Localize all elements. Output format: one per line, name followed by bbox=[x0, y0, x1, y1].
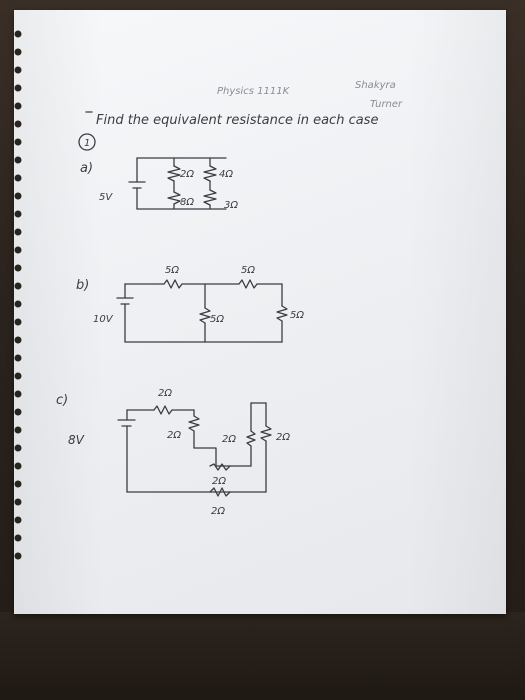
problem-number: 1 bbox=[84, 138, 90, 149]
part-a-source: 5V bbox=[99, 192, 113, 203]
student-name-last: Turner bbox=[370, 99, 403, 110]
part-c-r1: 2Ω bbox=[158, 388, 172, 399]
part-b-r2: 5Ω bbox=[241, 265, 255, 276]
circuit-c-diagram bbox=[117, 402, 272, 497]
instruction-text: Find the equivalent resistance in each c… bbox=[96, 113, 378, 128]
student-name-first: Shakyra bbox=[355, 80, 396, 91]
part-b-source: 10V bbox=[93, 314, 114, 325]
part-b-label: b) bbox=[76, 278, 89, 293]
handwritten-sheet: Physics 1111K Shakyra Turner Find the eq… bbox=[14, 30, 403, 560]
part-c-r4: 2Ω bbox=[276, 432, 290, 443]
circuit-a-diagram bbox=[128, 157, 227, 210]
part-c-source: 8V bbox=[68, 433, 85, 447]
part-a-label: a) bbox=[80, 161, 93, 176]
part-a-r3: 8Ω bbox=[180, 197, 194, 208]
circuit-b-diagram bbox=[116, 279, 288, 343]
problem-number-circle bbox=[78, 133, 96, 151]
course-label: Physics 1111K bbox=[217, 86, 291, 97]
part-c-r2: 2Ω bbox=[167, 430, 181, 441]
desk-surface bbox=[0, 612, 525, 700]
part-c-r6: 2Ω bbox=[211, 506, 225, 517]
part-a-r4: 3Ω bbox=[224, 200, 238, 211]
part-c-r5: 2Ω bbox=[212, 476, 226, 487]
part-b-r1: 5Ω bbox=[165, 265, 179, 276]
part-b-r3: 5Ω bbox=[210, 314, 224, 325]
notebook-page: Physics 1111K Shakyra Turner Find the eq… bbox=[14, 10, 506, 614]
part-a-r1: 2Ω bbox=[180, 169, 194, 180]
part-b-r4: 5Ω bbox=[290, 310, 304, 321]
part-c-r3: 2Ω bbox=[222, 434, 236, 445]
part-a-r2: 4Ω bbox=[219, 169, 233, 180]
part-c-label: c) bbox=[56, 393, 68, 408]
